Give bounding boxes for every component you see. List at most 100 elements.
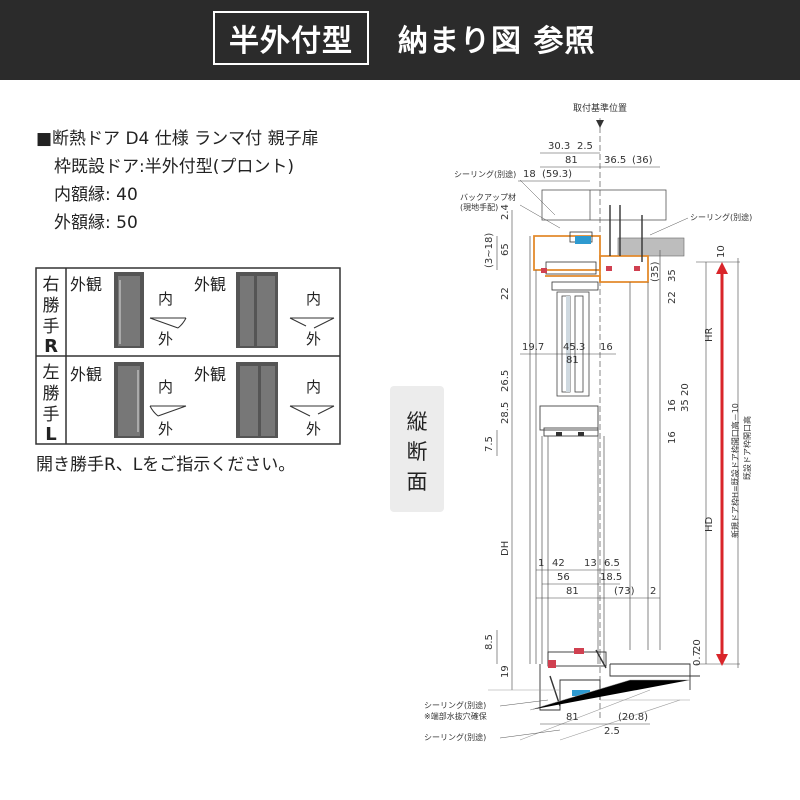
dim-left-a: 2.4 xyxy=(500,204,511,220)
dim-left-c: (3~18) xyxy=(484,233,495,268)
left-hand-letter: L xyxy=(45,424,56,445)
dim-mid-a: 19.7 xyxy=(522,342,544,353)
dim-top-c: 81 xyxy=(565,155,578,166)
datum-arrow xyxy=(596,120,604,128)
section-label-c1: 縦 xyxy=(406,410,428,434)
bottom-sill xyxy=(539,651,700,711)
dim-right-b: HR xyxy=(704,327,715,342)
dim-top-d: 18 xyxy=(523,169,536,180)
dim-frame-e: 56 xyxy=(557,572,570,583)
dim-right-a: 10 xyxy=(716,245,727,258)
type-badge: 半外付型 xyxy=(213,11,369,65)
swing-icon-r1 xyxy=(149,317,187,329)
section-label: 縦 断 面 xyxy=(390,386,444,512)
existing-frame-top xyxy=(541,189,667,221)
sealing-label-right: シーリング(別途) xyxy=(690,212,752,222)
backup-label-1: バックアップ材 xyxy=(460,192,516,202)
screw-icons xyxy=(609,205,643,262)
drain-note: ※端部水抜穴確保 xyxy=(424,711,487,721)
dim-top-a: 30.3 xyxy=(548,141,570,152)
swing-icon-r2 xyxy=(289,317,335,329)
dim-right-e: 0.7 xyxy=(692,650,703,666)
gaikan-label-r1: 外観 xyxy=(70,275,102,294)
dim-left-d: 22 xyxy=(500,287,511,300)
gaikan-label-l1: 外観 xyxy=(70,365,102,384)
door-icon-r-double xyxy=(236,272,278,348)
h-note-2: 既設ドア枠開口高 xyxy=(742,416,752,480)
dim-right-c: HD xyxy=(704,516,715,532)
section-label-c3: 面 xyxy=(406,470,428,494)
gaikan-label-r2: 外観 xyxy=(194,275,226,294)
left-hand-c1: 左 xyxy=(43,363,60,383)
inside-label-r1: 内 xyxy=(158,290,173,308)
dim-frame-c: 13 xyxy=(584,558,597,569)
door-icon-l-single xyxy=(114,362,144,438)
dim-mid-b: 45.3 xyxy=(563,342,585,353)
dim-mid-d: 81 xyxy=(566,355,579,366)
outside-label-l2: 外 xyxy=(306,420,321,438)
dim-frame-g: 81 xyxy=(566,586,579,597)
floor-hatch xyxy=(488,679,690,741)
dim-frame-d: 6.5 xyxy=(604,558,620,569)
hand-note: 開き勝手R、Lをご指示ください。 xyxy=(36,455,296,475)
h-note-1: 新規ドア枠H=既設ドア枠開口高－10 xyxy=(730,403,740,538)
inside-label-l1: 内 xyxy=(158,378,173,396)
right-hand-c1: 右 xyxy=(43,275,60,295)
dim-bottom-81: 81 xyxy=(566,712,579,723)
dim-frame-b: 42 xyxy=(552,558,565,569)
dim-frame-i: 2 xyxy=(650,586,656,597)
dim-left-b: 65 xyxy=(500,243,511,256)
dim-mid-c: 16 xyxy=(600,342,613,353)
dim-bottom-25: 2.5 xyxy=(604,726,620,737)
dim-mid-g: 22 xyxy=(667,291,678,304)
gaikan-label-l2: 外観 xyxy=(194,365,226,384)
header-bar: 半外付型 納まり図 参照 xyxy=(0,0,800,80)
section-label-c2: 断 xyxy=(406,440,428,464)
dim-frame-h: (73) xyxy=(614,586,635,597)
sealing-label-bottom-2: シーリング(別途) xyxy=(424,732,486,742)
sealing-label-bottom-1: シーリング(別途) xyxy=(424,700,486,710)
dim-top-b: 2.5 xyxy=(577,141,593,152)
dim-left-j: 19 xyxy=(500,665,511,678)
dim-mid-h: 16 xyxy=(667,399,678,412)
door-leaf-lines xyxy=(529,236,661,664)
swing-icon-l1 xyxy=(149,405,187,417)
dim-bottom-208: (20.8) xyxy=(618,712,648,723)
outside-label-r1: 外 xyxy=(158,330,173,348)
swing-icon-l2 xyxy=(289,405,335,417)
dim-left-e: 26.5 xyxy=(500,370,511,392)
dim-frame-f: 18.5 xyxy=(600,572,622,583)
outside-label-l1: 外 xyxy=(158,420,173,438)
outside-label-r2: 外 xyxy=(306,330,321,348)
dim-mid-e: (35) xyxy=(650,261,661,282)
door-icon-l-double xyxy=(236,362,278,438)
dim-right-d: 20 xyxy=(692,639,703,652)
spec-line-1: ■断熱ドア D4 仕様 ランマ付 親子扉 xyxy=(36,129,319,149)
dim-mid-j: 20 xyxy=(680,383,691,396)
header-title: 納まり図 参照 xyxy=(398,24,596,59)
datum-label: 取付基準位置 xyxy=(573,102,627,114)
spec-line-2: 枠既設ドア:半外付型(プロント) xyxy=(54,157,294,177)
inside-label-r2: 内 xyxy=(306,290,321,308)
dim-left-h: DH xyxy=(500,541,511,556)
dim-mid-i: 35 xyxy=(680,399,691,412)
spec-line-4: 外額縁: 50 xyxy=(54,213,138,233)
dim-top-f: 36.5 xyxy=(604,155,626,166)
dim-mid-k: 16 xyxy=(667,431,678,444)
spec-line-3: 内額縁: 40 xyxy=(54,185,138,205)
sealing-label-top: シーリング(別途) xyxy=(454,169,516,179)
dim-top-e: (59.3) xyxy=(542,169,572,180)
transom-bar xyxy=(539,405,599,437)
dim-frame-a: 1 xyxy=(538,558,544,569)
dim-mid-f: 35 xyxy=(667,269,678,282)
dim-top-g: (36) xyxy=(632,155,653,166)
dim-left-i: 8.5 xyxy=(484,634,495,650)
right-hand-c3: 手 xyxy=(43,317,60,337)
dim-left-g: 7.5 xyxy=(484,436,495,452)
right-hand-letter: R xyxy=(44,336,58,357)
right-hand-c2: 勝 xyxy=(43,296,60,316)
inside-label-l2: 内 xyxy=(306,378,321,396)
backup-label-2: (現地手配) xyxy=(460,202,498,212)
